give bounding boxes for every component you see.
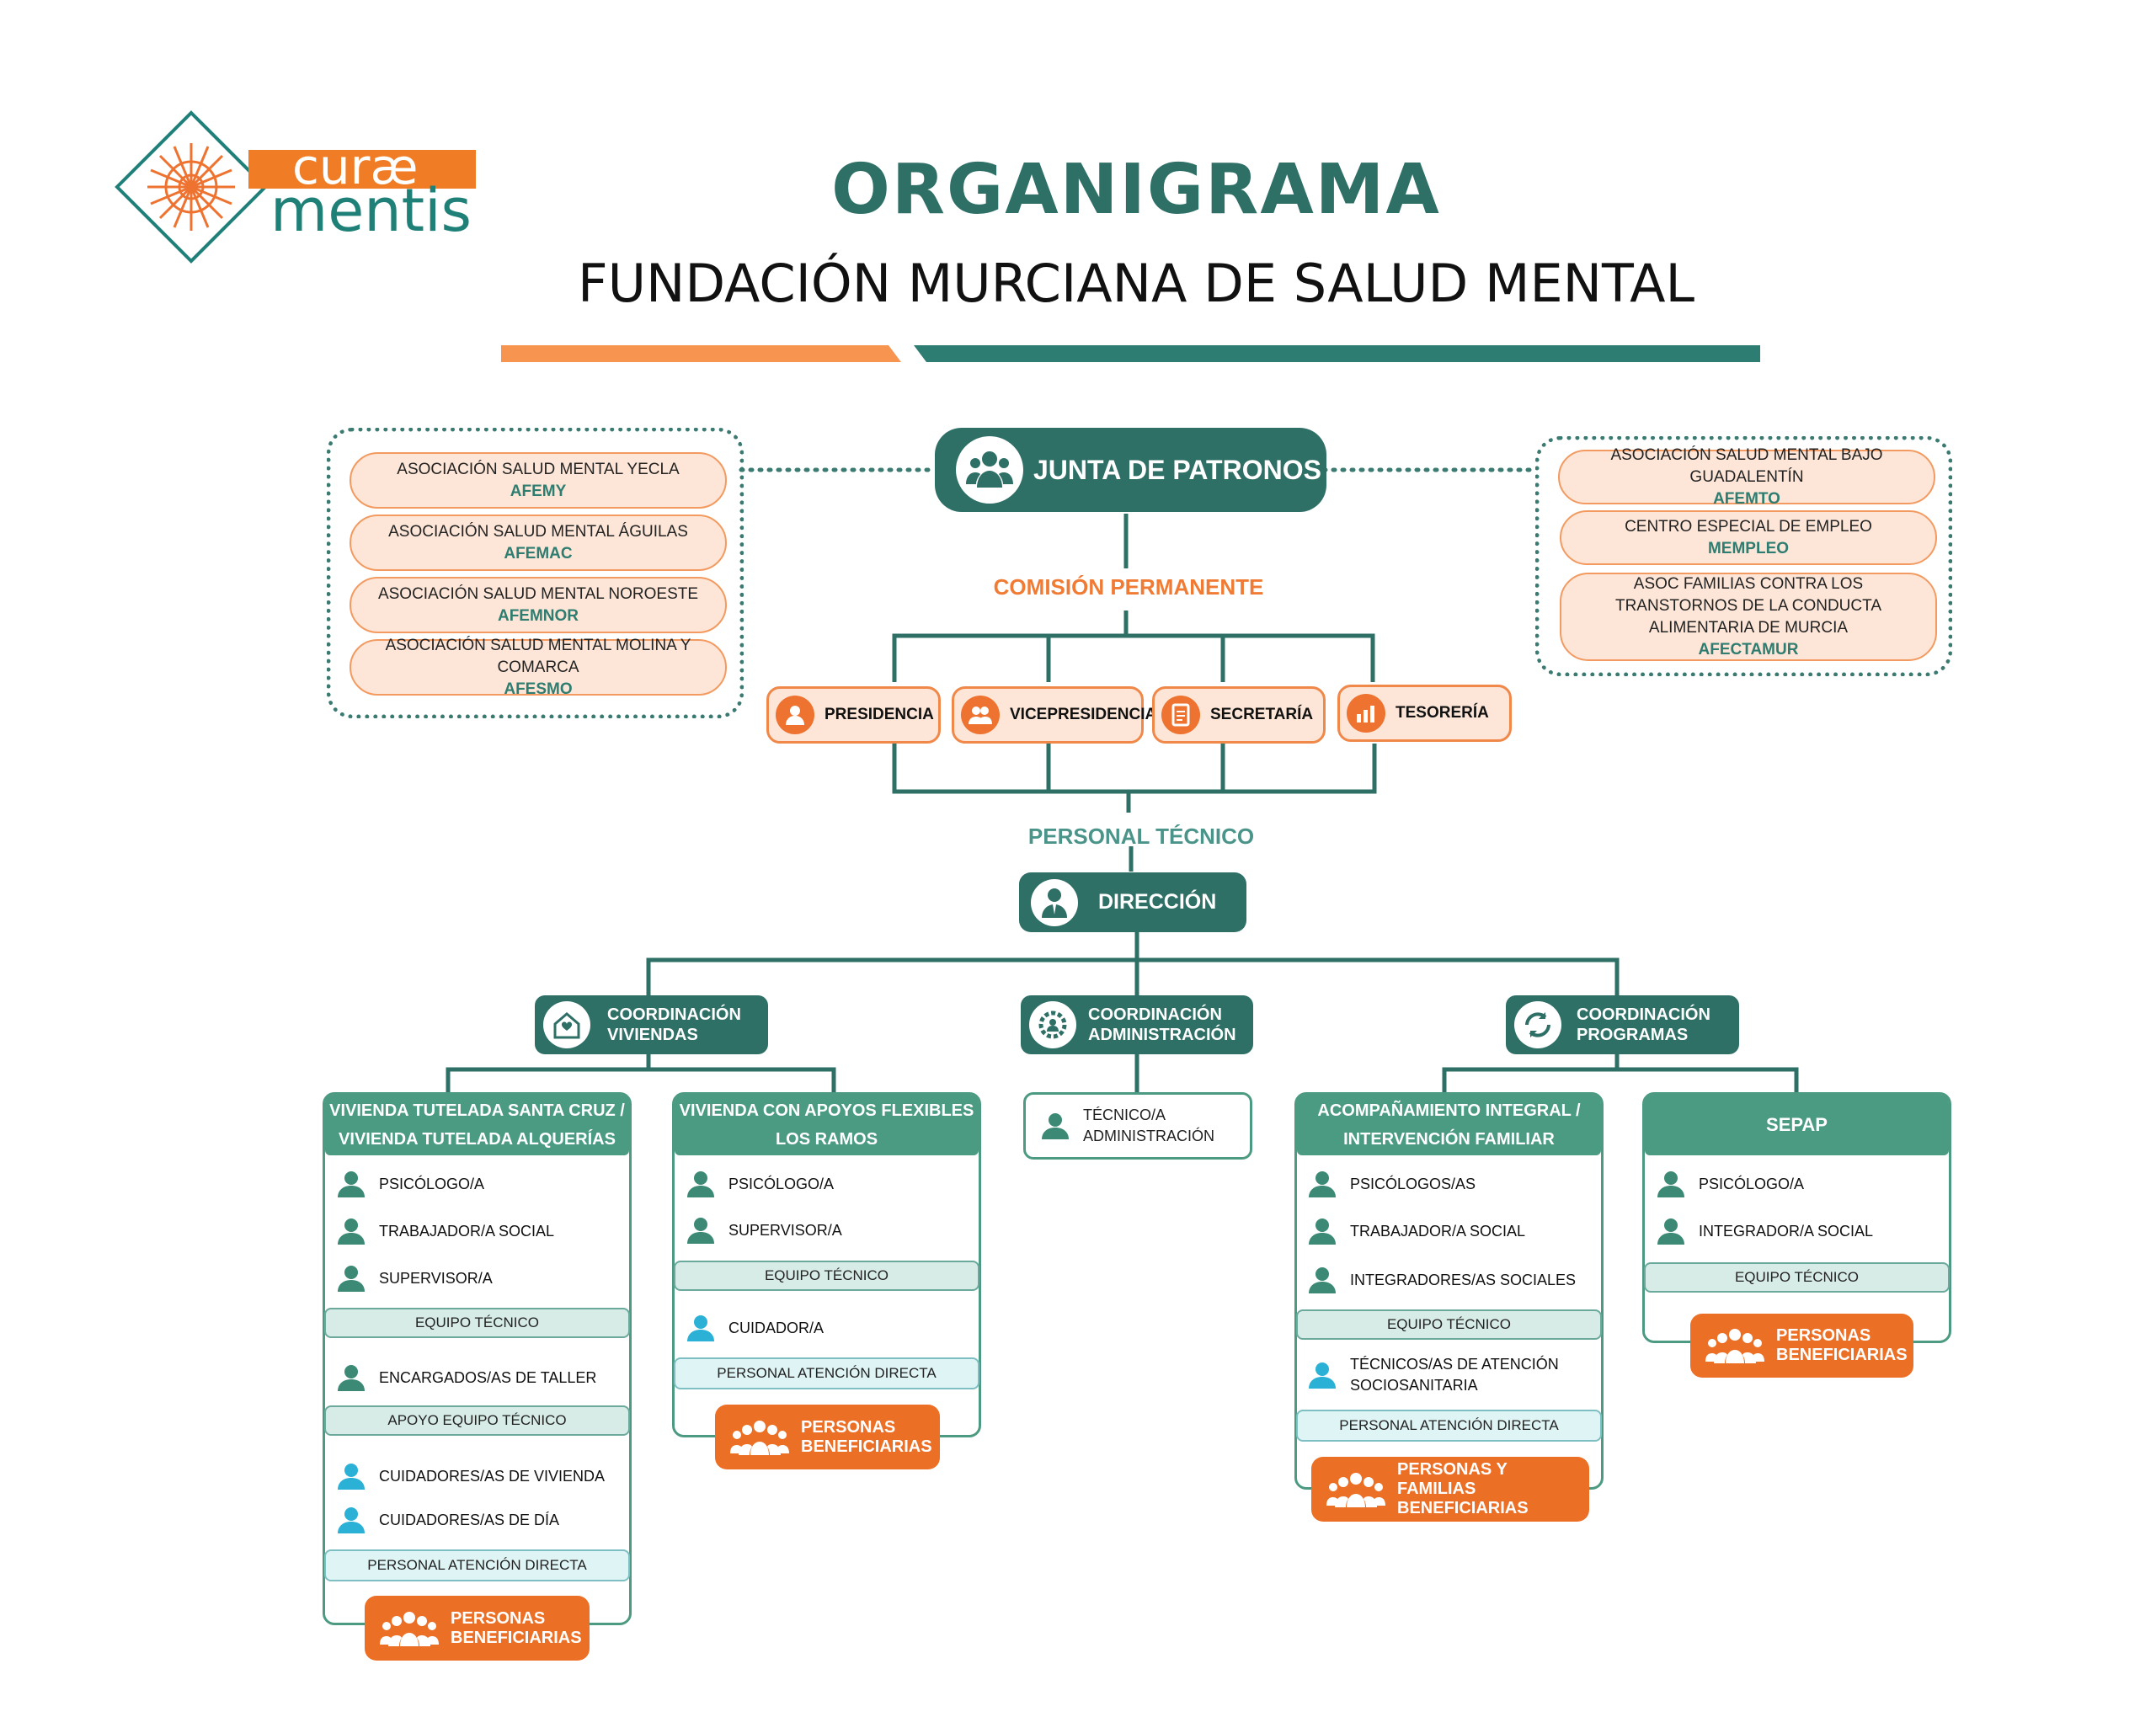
person-icon: [687, 1171, 714, 1197]
role-trabajador-social: TRABAJADOR/A SOCIAL: [337, 1218, 554, 1245]
person-icon: [1309, 1267, 1336, 1293]
junta-label: JUNTA DE PATRONOS: [1033, 454, 1321, 485]
junta-de-patronos: JUNTA DE PATRONOS: [935, 428, 1326, 512]
band-personal-atencion-directa: PERSONAL ATENCIÓN DIRECTA: [324, 1549, 630, 1581]
person-icon: [1657, 1218, 1684, 1245]
band-apoyo-equipo-tecnico: APOYO EQUIPO TÉCNICO: [324, 1405, 630, 1436]
person-icon: [338, 1365, 365, 1391]
person-icon: [687, 1315, 714, 1341]
person-icon: [338, 1464, 365, 1490]
gear-person-icon: [1029, 1001, 1076, 1048]
role-supervisor: SUPERVISOR/A: [686, 1217, 842, 1244]
direccion-label: DIRECCIÓN: [1098, 890, 1217, 914]
role-psicologo: PSICÓLOGO/A: [337, 1170, 484, 1197]
house-icon: [543, 1001, 590, 1048]
person-icon: [338, 1171, 365, 1197]
crowd-icon: [730, 1420, 789, 1455]
role-cuidador: CUIDADOR/A: [686, 1314, 824, 1341]
role-encargados-taller: ENCARGADOS/AS DE TALLER: [337, 1364, 596, 1391]
band-equipo-tecnico: EQUIPO TÉCNICO: [1644, 1262, 1950, 1293]
comision-permanente: COMISIÓN PERMANENTE: [993, 574, 1264, 600]
crowd-icon: [1705, 1329, 1764, 1363]
person-icon: [338, 1507, 365, 1533]
right-associations-group: [1535, 436, 1952, 676]
role-cuidadores-vivienda: CUIDADORES/AS DE VIVIENDA: [337, 1463, 605, 1490]
crowd-icon: [380, 1611, 439, 1646]
finance-chart-icon: [1347, 694, 1385, 733]
team-sepap: SEPAP: [1642, 1092, 1951, 1343]
role-psicologos: PSICÓLOGOS/AS: [1308, 1170, 1476, 1197]
direccion: DIRECCIÓN: [1019, 872, 1246, 932]
role-supervisor: SUPERVISOR/A: [337, 1265, 493, 1292]
logo: curæ mentis: [114, 109, 476, 269]
band-personal-atencion-directa: PERSONAL ATENCIÓN DIRECTA: [1296, 1410, 1602, 1442]
role-integrador-social: INTEGRADOR/A SOCIAL: [1657, 1218, 1873, 1245]
cargo-tesoreria: TESORERÍA: [1337, 685, 1512, 742]
left-associations-group: [327, 428, 744, 718]
cargo-presidencia: PRESIDENCIA: [766, 686, 941, 744]
crowd-icon: [1326, 1472, 1385, 1507]
assoc-afemto: ASOCIACIÓN SALUD MENTAL BAJO GUADALENTÍN…: [1558, 446, 1935, 508]
person-icon: [1309, 1218, 1336, 1245]
person-icon: [1657, 1171, 1684, 1197]
cargo-vicepresidencia: VICEPRESIDENCIA: [952, 686, 1156, 744]
person-icon: [338, 1266, 365, 1292]
assoc-afectamur: ASOC FAMILIAS CONTRA LOS TRANSTORNOS DE …: [1560, 573, 1937, 661]
band-equipo-tecnico: EQUIPO TÉCNICO: [324, 1308, 630, 1338]
group-icon: [956, 436, 1023, 504]
person-icon: [687, 1218, 714, 1244]
person-icon: [776, 696, 814, 734]
role-integradores-sociales: INTEGRADORES/AS SOCIALES: [1308, 1266, 1576, 1293]
role-trabajador-social: TRABAJADOR/A SOCIAL: [1308, 1218, 1525, 1245]
person-icon: [1309, 1362, 1336, 1389]
logo-text-curae: curæ: [292, 138, 419, 195]
band-equipo-tecnico: EQUIPO TÉCNICO: [1296, 1309, 1602, 1340]
team-header: SEPAP: [1645, 1095, 1949, 1155]
person-icon: [338, 1218, 365, 1245]
role-psicologo: PSICÓLOGO/A: [1657, 1170, 1804, 1197]
personal-tecnico: PERSONAL TÉCNICO: [1027, 824, 1255, 849]
person-icon: [1042, 1113, 1069, 1139]
document-icon: [1161, 696, 1200, 734]
page-title: ORGANIGRAMA: [831, 150, 1441, 230]
team-header: VIVIENDA TUTELADA SANTA CRUZ /VIVIENDA T…: [325, 1095, 629, 1155]
team-vivienda-tutelada: VIVIENDA TUTELADA SANTA CRUZ /VIVIENDA T…: [323, 1092, 632, 1625]
people-icon: [961, 696, 1000, 734]
logo-text-mentis: mentis: [270, 176, 472, 245]
manager-icon: [1031, 878, 1078, 926]
role-psicologo: PSICÓLOGO/A: [686, 1170, 834, 1197]
role-cuidadores-dia: CUIDADORES/AS DE DÍA: [337, 1506, 559, 1533]
assoc-afesmo: ASOCIACIÓN SALUD MENTAL MOLINA Y COMARCA…: [350, 637, 727, 698]
person-icon: [1309, 1171, 1336, 1197]
page-subtitle: FUNDACIÓN MURCIANA DE SALUD MENTAL: [577, 253, 1695, 314]
band-personal-atencion-directa: PERSONAL ATENCIÓN DIRECTA: [674, 1357, 979, 1389]
team-header: ACOMPAÑAMIENTO INTEGRAL /INTERVENCIÓN FA…: [1297, 1095, 1601, 1155]
cargo-secretaria: SECRETARÍA: [1152, 686, 1326, 744]
band-equipo-tecnico: EQUIPO TÉCNICO: [674, 1261, 979, 1291]
star-logo-icon: [115, 110, 268, 264]
cycle-icon: [1514, 1001, 1561, 1048]
